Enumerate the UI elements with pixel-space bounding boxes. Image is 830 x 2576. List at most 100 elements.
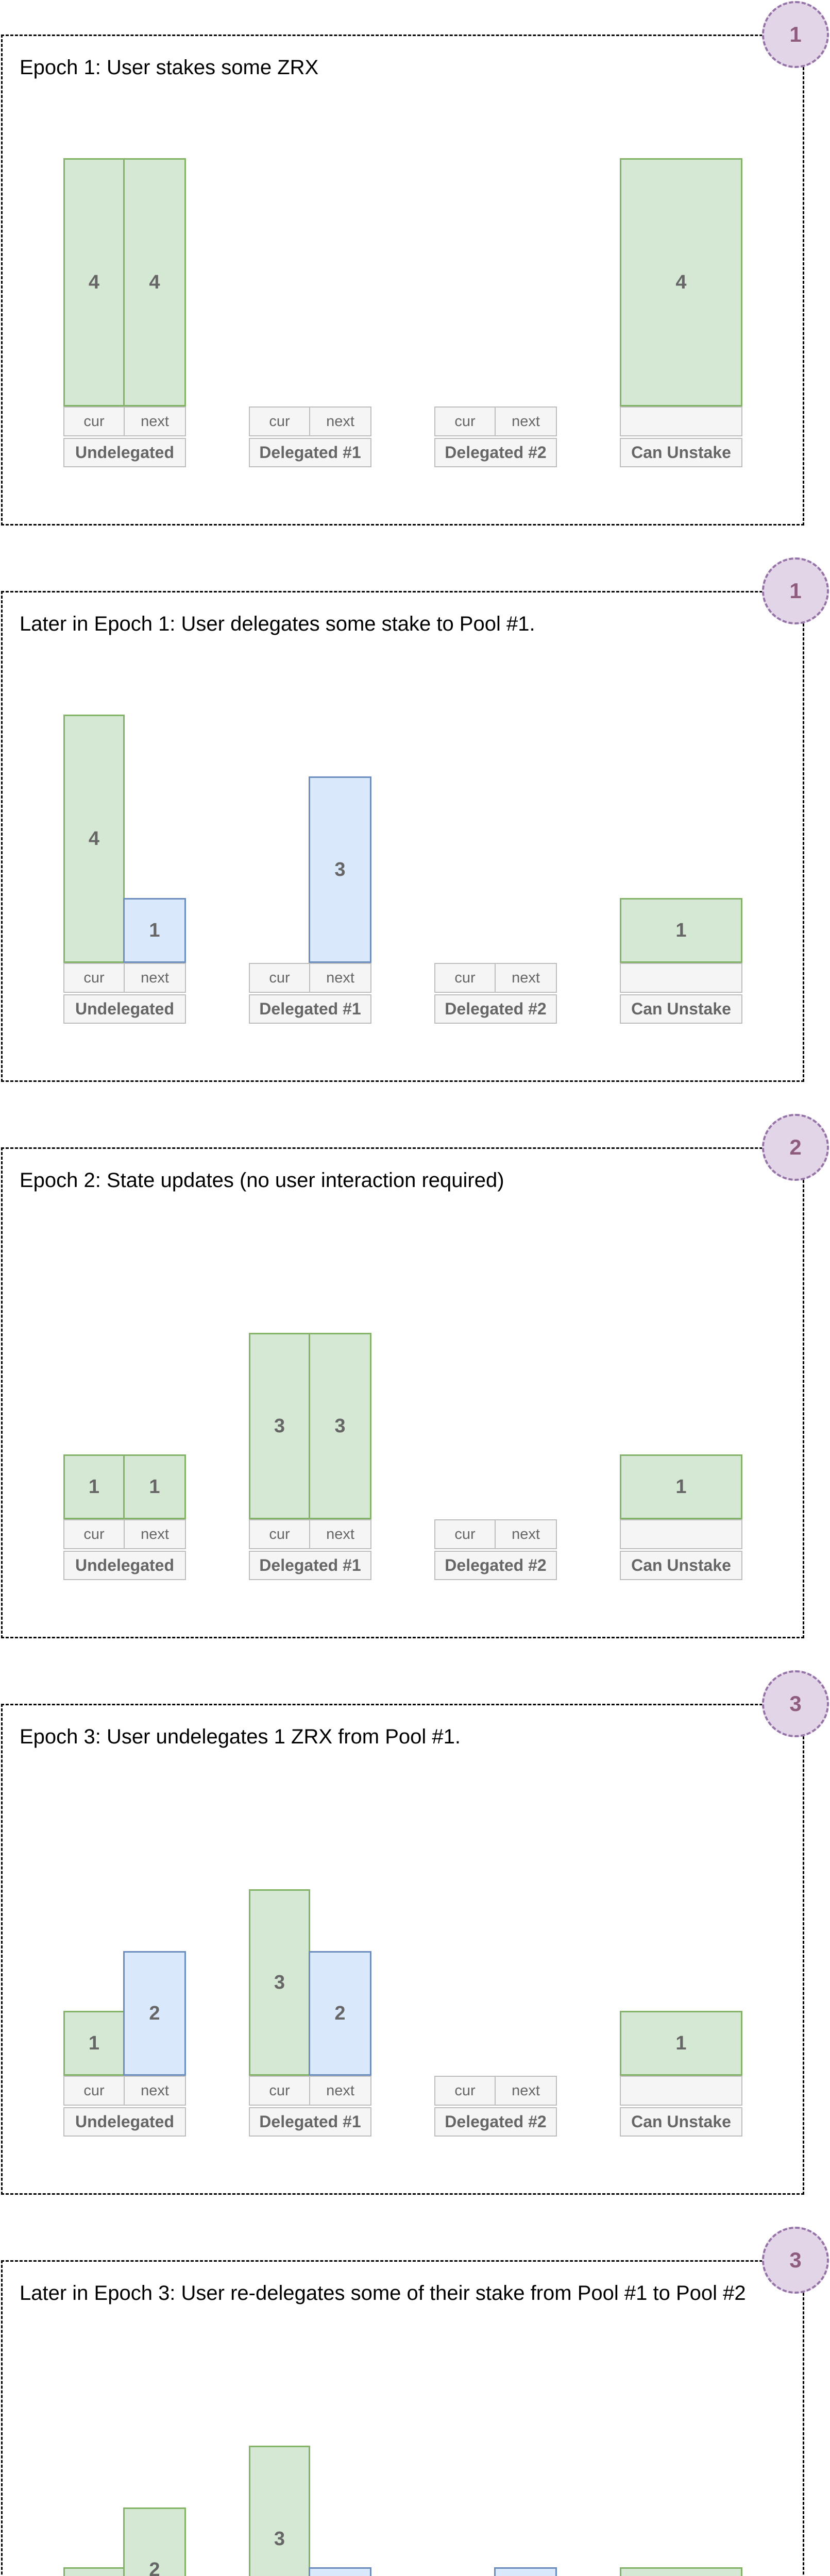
bar-value: 2: [334, 2002, 346, 2024]
group-name: Can Unstake: [620, 994, 742, 1024]
col-header-cur: cur: [63, 963, 125, 993]
group-name: Delegated #1: [249, 2107, 371, 2137]
epoch-badge: 3: [762, 2227, 829, 2294]
bar-cur: 1: [63, 1454, 125, 1519]
bar-next: 2: [309, 1951, 371, 2076]
epoch-badge: 1: [762, 1, 829, 68]
col-header-next: next: [309, 963, 371, 993]
col-header-cur: cur: [249, 2076, 310, 2106]
bar-value: 3: [274, 1971, 285, 1993]
group-name: Delegated #2: [434, 994, 557, 1024]
epoch-badge-number: 2: [789, 1135, 802, 1159]
bar-cur: 3: [249, 1889, 310, 2076]
bar-value: 1: [149, 1476, 160, 1498]
col-header-next: next: [495, 2076, 557, 2106]
epoch-badge-number: 1: [789, 22, 802, 46]
col-header-cur: cur: [434, 963, 496, 993]
group-name: Can Unstake: [620, 1551, 742, 1580]
bar-value: 2: [149, 2558, 160, 2576]
group-name: Can Unstake: [620, 438, 742, 467]
col-header-next: next: [309, 1519, 371, 1549]
bar-next: 1: [494, 2567, 557, 2576]
bar-value: 2: [149, 2002, 160, 2024]
bar-next: 3: [309, 1333, 371, 1519]
epoch-badge-number: 3: [789, 1691, 802, 1716]
footer-spacer: [620, 406, 742, 436]
panel-title: Later in Epoch 3: User re-delegates some…: [20, 2282, 746, 2304]
col-header-next: next: [495, 406, 557, 436]
col-header-next: next: [309, 406, 371, 436]
bar-next: 4: [123, 158, 186, 406]
col-header-cur: cur: [63, 406, 125, 436]
footer-spacer: [620, 1519, 742, 1549]
bar-cur: 4: [63, 158, 125, 406]
col-header-cur: cur: [249, 963, 310, 993]
group-name: Delegated #1: [249, 994, 371, 1024]
col-header-cur: cur: [434, 406, 496, 436]
group-name: Delegated #2: [434, 2107, 557, 2137]
epoch-badge: 1: [762, 557, 829, 624]
stake-group-delegated-1: 31curnextDelegated #1: [249, 2260, 371, 2576]
bar-next: 2: [123, 1951, 186, 2076]
col-header-cur: cur: [63, 1519, 125, 1549]
col-header-cur: cur: [249, 1519, 310, 1549]
bar-value: 1: [675, 1476, 687, 1498]
col-header-next: next: [124, 406, 186, 436]
epoch-badge-number: 3: [789, 2248, 802, 2272]
bar-value: 3: [274, 2528, 285, 2550]
col-header-next: next: [495, 963, 557, 993]
bar-next: 1: [123, 898, 186, 963]
epoch-badge-number: 1: [789, 579, 802, 603]
col-header-cur: cur: [63, 2076, 125, 2106]
bar-value: 1: [675, 919, 687, 941]
bar-value: 3: [274, 1415, 285, 1437]
group-name: Delegated #2: [434, 438, 557, 467]
bar-span: 1: [620, 898, 742, 963]
col-header-next: next: [124, 1519, 186, 1549]
group-name: Delegated #2: [434, 1551, 557, 1580]
col-header-next: next: [124, 963, 186, 993]
group-name: Undelegated: [63, 2107, 186, 2137]
bar-value: 4: [149, 271, 160, 293]
bar-next: 1: [309, 2567, 371, 2576]
bar-next: 3: [309, 776, 371, 963]
group-name: Can Unstake: [620, 2107, 742, 2137]
bar-next: 2: [123, 2507, 186, 2576]
panel-title: Epoch 3: User undelegates 1 ZRX from Poo…: [20, 1725, 461, 1748]
panel-title: Epoch 1: User stakes some ZRX: [20, 56, 319, 79]
bar-span: 1: [620, 2011, 742, 2076]
group-name: Delegated #1: [249, 438, 371, 467]
group-name: Delegated #1: [249, 1551, 371, 1580]
bar-cur: 4: [63, 715, 125, 963]
bar-value: 1: [675, 2032, 687, 2054]
bar-next: 1: [123, 1454, 186, 1519]
epoch-badge: 2: [762, 1114, 829, 1181]
panel-title: Later in Epoch 1: User delegates some st…: [20, 613, 535, 635]
group-name: Undelegated: [63, 994, 186, 1024]
bar-span: 1: [620, 2567, 742, 2576]
bar-value: 3: [334, 1415, 346, 1437]
col-header-cur: cur: [249, 406, 310, 436]
bar-value: 4: [88, 827, 100, 850]
bar-value: 1: [88, 1476, 100, 1498]
bar-value: 1: [149, 919, 160, 941]
group-name: Undelegated: [63, 1551, 186, 1580]
